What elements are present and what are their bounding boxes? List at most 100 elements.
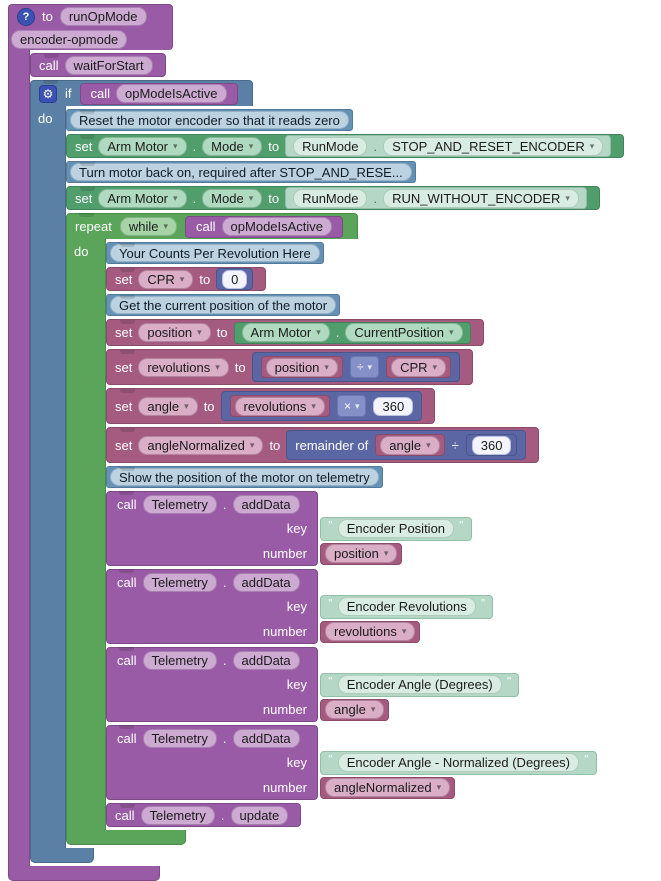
- variable-dropdown[interactable]: position: [325, 544, 398, 563]
- motor-dropdown[interactable]: Arm Motor: [98, 136, 187, 156]
- comment-block-cpr[interactable]: Your Counts Per Revolution Here: [106, 242, 324, 264]
- variable-dropdown[interactable]: angleNormalized: [138, 435, 264, 455]
- telemetry-number-var-block[interactable]: position: [320, 542, 403, 565]
- property-dropdown[interactable]: Mode: [202, 188, 263, 208]
- comment-block-reset-encoder[interactable]: Reset the motor encoder so that it reads…: [66, 109, 353, 131]
- current-position-block[interactable]: Arm Motor . CurrentPosition: [233, 321, 471, 344]
- telemetry-adddata-block[interactable]: call Telemetry . addData key " Encoder R…: [106, 569, 494, 644]
- telemetry-number-var-block[interactable]: angle: [320, 698, 390, 721]
- to-label: to: [42, 9, 53, 24]
- telemetry-call-row[interactable]: call Telemetry . addData: [106, 725, 318, 750]
- dot-separator: .: [222, 574, 227, 590]
- variable-dropdown[interactable]: revolutions: [325, 622, 416, 641]
- variable-dropdown[interactable]: position: [265, 357, 338, 377]
- telemetry-adddata-block[interactable]: call Telemetry . addData key " Encoder A…: [106, 725, 597, 800]
- telemetry-key-text-block[interactable]: " Encoder Angle - Normalized (Degrees) ": [320, 750, 597, 775]
- call-waitforstart-block[interactable]: call waitForStart: [30, 53, 166, 77]
- property-dropdown[interactable]: CurrentPosition: [345, 323, 463, 342]
- telemetry-key-text-block[interactable]: " Encoder Revolutions ": [320, 594, 494, 619]
- condition-call-block[interactable]: call opModeIsActive: [185, 215, 344, 238]
- motor-dropdown[interactable]: Arm Motor: [241, 323, 330, 342]
- variable-dropdown[interactable]: CPR: [391, 357, 447, 377]
- variable-dropdown[interactable]: revolutions: [234, 396, 325, 416]
- math-multiply-block[interactable]: revolutions × 360: [220, 391, 423, 421]
- motor-dropdown[interactable]: Arm Motor: [98, 188, 187, 208]
- telemetry-key-text-block[interactable]: " Encoder Angle (Degrees) ": [320, 672, 520, 697]
- remainder-block[interactable]: remainder of angle ÷ 360: [286, 430, 527, 460]
- number-block[interactable]: 360: [465, 434, 518, 456]
- divide-label: ÷: [451, 437, 459, 453]
- help-icon[interactable]: ?: [17, 7, 35, 26]
- telemetry-call-row[interactable]: call Telemetry . addData: [106, 569, 318, 594]
- variable-dropdown[interactable]: revolutions: [138, 357, 229, 377]
- telemetry-call-row[interactable]: call Telemetry . addData: [106, 491, 318, 516]
- set-revolutions-block[interactable]: set revolutions to position ÷: [106, 349, 474, 385]
- condition-call-block[interactable]: call opModeIsActive: [79, 82, 238, 105]
- gear-icon[interactable]: ⚙: [39, 84, 57, 103]
- function-header[interactable]: ? to runOpMode: [8, 4, 173, 28]
- set-motor-mode-block-2[interactable]: set Arm Motor . Mode to RunMode . RUN_WI…: [66, 186, 600, 210]
- telemetry-call-row[interactable]: call Telemetry . addData: [106, 647, 318, 672]
- repeat-while-block[interactable]: repeat while call opModeIsActive: [66, 213, 597, 845]
- comment-block-turn-on[interactable]: Turn motor back on, required after STOP_…: [66, 161, 416, 183]
- telemetry-adddata-block[interactable]: call Telemetry . addData key " Encoder A…: [106, 647, 520, 722]
- comment-block-show-telemetry[interactable]: Show the position of the motor on teleme…: [106, 466, 383, 488]
- enum-value-dropdown[interactable]: STOP_AND_RESET_ENCODER: [383, 136, 604, 156]
- opmode-name-field[interactable]: encoder-opmode: [11, 29, 128, 49]
- variable-dropdown[interactable]: angle: [325, 700, 385, 719]
- telemetry-adddata-block[interactable]: call Telemetry . addData key " Encoder P…: [106, 491, 472, 566]
- comment-text-field[interactable]: Show the position of the motor on teleme…: [110, 468, 379, 486]
- comment-text-field[interactable]: Your Counts Per Revolution Here: [110, 244, 320, 262]
- property-dropdown[interactable]: Mode: [202, 136, 263, 156]
- key-text-field[interactable]: Encoder Revolutions: [337, 597, 476, 616]
- variable-dropdown[interactable]: CPR: [138, 269, 194, 289]
- set-position-block[interactable]: set position to Arm Motor . CurrentPosit…: [106, 319, 484, 346]
- set-label: set: [115, 325, 133, 340]
- variable-dropdown[interactable]: angle: [380, 435, 440, 455]
- telemetry-number-var-block[interactable]: angleNormalized: [320, 776, 456, 799]
- operator-dropdown[interactable]: ÷: [349, 356, 380, 378]
- runmode-enum-block[interactable]: RunMode . STOP_AND_RESET_ENCODER: [285, 135, 612, 157]
- operator-dropdown[interactable]: ×: [336, 395, 367, 417]
- repeat-left-column: do: [66, 239, 106, 830]
- number-field[interactable]: 360: [373, 396, 414, 416]
- set-motor-mode-block-1[interactable]: set Arm Motor . Mode to RunMode . STOP_A…: [66, 134, 625, 158]
- variable-get-block[interactable]: angle: [375, 434, 445, 456]
- call-label: call: [90, 86, 111, 101]
- key-text-field[interactable]: Encoder Angle (Degrees): [337, 675, 502, 694]
- variable-get-block[interactable]: revolutions: [229, 395, 330, 417]
- telemetry-key-text-block[interactable]: " Encoder Position ": [320, 516, 472, 541]
- key-text-field[interactable]: Encoder Angle - Normalized (Degrees): [337, 753, 580, 772]
- variable-dropdown[interactable]: angle: [138, 396, 198, 416]
- while-dropdown[interactable]: while: [119, 217, 178, 236]
- variable-get-block[interactable]: position: [260, 356, 343, 378]
- telemetry-field: Telemetry: [142, 572, 217, 592]
- comment-text-field[interactable]: Turn motor back on, required after STOP_…: [70, 163, 412, 181]
- math-divide-block[interactable]: position ÷ CPR: [251, 352, 461, 382]
- function-name-field[interactable]: runOpMode: [59, 7, 147, 26]
- comment-block-get-position[interactable]: Get the current position of the motor: [106, 294, 341, 316]
- variable-get-block[interactable]: CPR: [386, 356, 452, 378]
- variable-dropdown[interactable]: angleNormalized: [325, 778, 451, 797]
- key-label: key: [286, 677, 307, 692]
- open-quote: ": [328, 754, 333, 765]
- runmode-enum-block[interactable]: RunMode . RUN_WITHOUT_ENCODER: [285, 187, 587, 209]
- telemetry-update-block[interactable]: call Telemetry . update: [106, 803, 302, 827]
- set-cpr-block[interactable]: set CPR to 0: [106, 267, 267, 291]
- key-text-field[interactable]: Encoder Position: [337, 519, 455, 538]
- number-field[interactable]: 0: [222, 269, 248, 289]
- set-angle-block[interactable]: set angle to revolutions ×: [106, 388, 436, 424]
- comment-text-field[interactable]: Get the current position of the motor: [110, 296, 337, 314]
- telemetry-number-var-block[interactable]: revolutions: [320, 620, 421, 643]
- number-block[interactable]: 0: [216, 268, 254, 290]
- comment-text-field[interactable]: Reset the motor encoder so that it reads…: [70, 111, 349, 129]
- set-angle-normalized-block[interactable]: set angleNormalized to remainder of angl…: [106, 427, 540, 463]
- number-field[interactable]: 360: [471, 435, 512, 455]
- if-header[interactable]: ⚙ if call opModeIsActive: [30, 80, 253, 106]
- repeat-header[interactable]: repeat while call opModeIsActive: [66, 213, 359, 239]
- if-block[interactable]: ⚙ if call opModeIsActive do: [30, 80, 625, 863]
- enum-value-dropdown[interactable]: RUN_WITHOUT_ENCODER: [383, 188, 579, 208]
- function-definition-block[interactable]: ? to runOpMode encoder-opmode call waitF…: [8, 4, 625, 881]
- variable-dropdown[interactable]: position: [138, 323, 211, 342]
